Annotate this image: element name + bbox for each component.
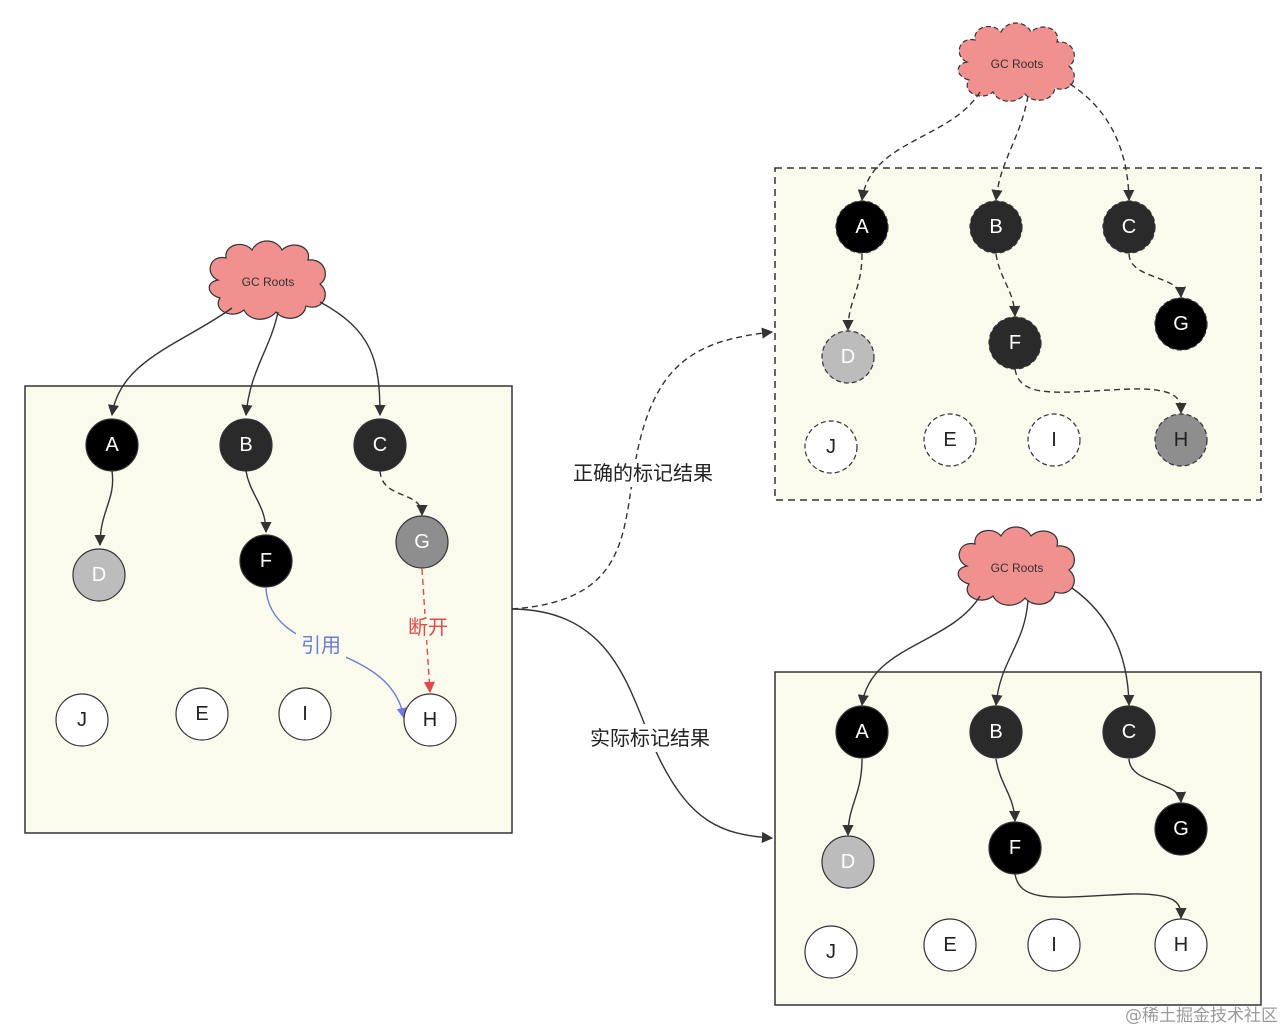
- correct-result-group: GC Roots A B C D F G: [774, 22, 1262, 501]
- edge-actual-roots-to-a: [857, 595, 981, 707]
- actual-node-c-label: C: [1122, 721, 1136, 743]
- disconnect-label: 断开: [408, 615, 448, 639]
- edge-roots-to-b: [241, 311, 279, 417]
- correct-node-e: E: [923, 413, 977, 467]
- node-a: A: [85, 418, 139, 472]
- edge-correct-roots-to-b: [991, 95, 1029, 202]
- edge-to-correct-result: [511, 327, 774, 610]
- edge-actual-c-to-g: [1128, 758, 1187, 804]
- actual-node-j-label: J: [826, 941, 836, 963]
- gc-roots-label: GC Roots: [242, 275, 295, 289]
- edge-b-to-f: [245, 470, 272, 534]
- actual-node-e: E: [923, 918, 977, 972]
- actual-result-group: GC Roots A B C D F G: [774, 526, 1262, 1006]
- edge-actual-a-to-d: [842, 758, 863, 837]
- gc-roots-label-correct: GC Roots: [991, 57, 1044, 71]
- correct-result-label: 正确的标记结果: [573, 461, 713, 485]
- node-c: C: [353, 418, 407, 472]
- actual-node-g: G: [1154, 802, 1208, 856]
- actual-node-b-label: B: [989, 721, 1002, 743]
- edge-roots-to-c: [319, 301, 386, 417]
- node-g: G: [395, 515, 449, 569]
- node-e: E: [175, 687, 229, 741]
- edge-correct-f-to-h: [1014, 368, 1187, 415]
- correct-node-b-label: B: [989, 216, 1002, 238]
- node-h: H: [403, 693, 457, 747]
- actual-node-h: H: [1154, 918, 1208, 972]
- correct-node-i-label: I: [1051, 429, 1057, 451]
- node-b-label: B: [239, 434, 252, 456]
- actual-node-a: A: [835, 705, 889, 759]
- actual-node-b: B: [969, 705, 1023, 759]
- edge-correct-a-to-d: [842, 253, 863, 332]
- watermark: @稀土掘金技术社区: [1125, 1006, 1278, 1026]
- actual-node-j: J: [804, 925, 858, 979]
- gc-roots-label-actual: GC Roots: [991, 561, 1044, 575]
- node-f: F: [239, 534, 293, 588]
- edge-correct-c-to-g: [1128, 253, 1187, 299]
- node-e-label: E: [195, 703, 208, 725]
- actual-node-a-label: A: [855, 721, 869, 743]
- actual-node-c: C: [1102, 705, 1156, 759]
- node-j: J: [55, 693, 109, 747]
- node-b: B: [219, 418, 273, 472]
- node-d: D: [72, 548, 126, 602]
- actual-node-i: I: [1027, 918, 1081, 972]
- correct-node-c: C: [1102, 200, 1156, 254]
- edge-actual-roots-to-b: [991, 599, 1029, 707]
- gc-roots-cloud-actual: GC Roots: [957, 526, 1075, 606]
- actual-node-h-label: H: [1174, 934, 1188, 956]
- edge-correct-roots-to-c: [1069, 83, 1135, 202]
- actual-node-d-label: D: [841, 851, 855, 873]
- edge-c-to-g: [379, 470, 428, 517]
- correct-node-j-label: J: [826, 436, 836, 458]
- correct-node-d-label: D: [841, 346, 855, 368]
- correct-node-i: I: [1027, 413, 1081, 467]
- node-h-label: H: [423, 709, 437, 731]
- correct-node-d: D: [821, 330, 875, 384]
- initial-state-group: GC Roots 引用 断开 A B C D: [24, 240, 513, 834]
- actual-node-d: D: [821, 835, 875, 889]
- node-c-label: C: [373, 434, 387, 456]
- correct-node-h: H: [1154, 413, 1208, 467]
- edge-correct-b-to-f: [995, 253, 1021, 318]
- reference-label: 引用: [301, 633, 341, 657]
- edge-correct-roots-to-a: [857, 91, 981, 202]
- node-d-label: D: [92, 564, 106, 586]
- correct-node-j: J: [804, 420, 858, 474]
- edge-roots-to-a: [107, 307, 233, 417]
- actual-node-f-label: F: [1009, 837, 1021, 859]
- node-j-label: J: [77, 709, 87, 731]
- node-g-label: G: [414, 531, 430, 553]
- edge-to-actual-result: [511, 608, 774, 844]
- edge-actual-f-to-h: [1014, 873, 1187, 920]
- correct-node-f: F: [988, 316, 1042, 370]
- edge-a-to-d: [94, 470, 114, 547]
- node-f-label: F: [260, 550, 272, 572]
- actual-node-i-label: I: [1051, 934, 1057, 956]
- gc-roots-cloud-correct: GC Roots: [957, 22, 1075, 102]
- actual-node-g-label: G: [1173, 818, 1189, 840]
- correct-node-g: G: [1154, 297, 1208, 351]
- correct-node-a-label: A: [855, 216, 869, 238]
- correct-node-b: B: [969, 200, 1023, 254]
- actual-node-f: F: [988, 821, 1042, 875]
- correct-node-h-label: H: [1174, 429, 1188, 451]
- correct-node-a: A: [835, 200, 889, 254]
- edge-actual-b-to-f: [995, 758, 1021, 823]
- correct-node-c-label: C: [1122, 216, 1136, 238]
- correct-node-e-label: E: [943, 429, 956, 451]
- node-i-label: I: [302, 703, 308, 725]
- gc-roots-cloud: GC Roots: [208, 240, 326, 320]
- correct-node-g-label: G: [1173, 313, 1189, 335]
- node-a-label: A: [105, 434, 119, 456]
- node-i: I: [278, 687, 332, 741]
- correct-node-f-label: F: [1009, 332, 1021, 354]
- edge-actual-roots-to-c: [1071, 587, 1135, 707]
- actual-node-e-label: E: [943, 934, 956, 956]
- actual-result-label: 实际标记结果: [590, 726, 710, 750]
